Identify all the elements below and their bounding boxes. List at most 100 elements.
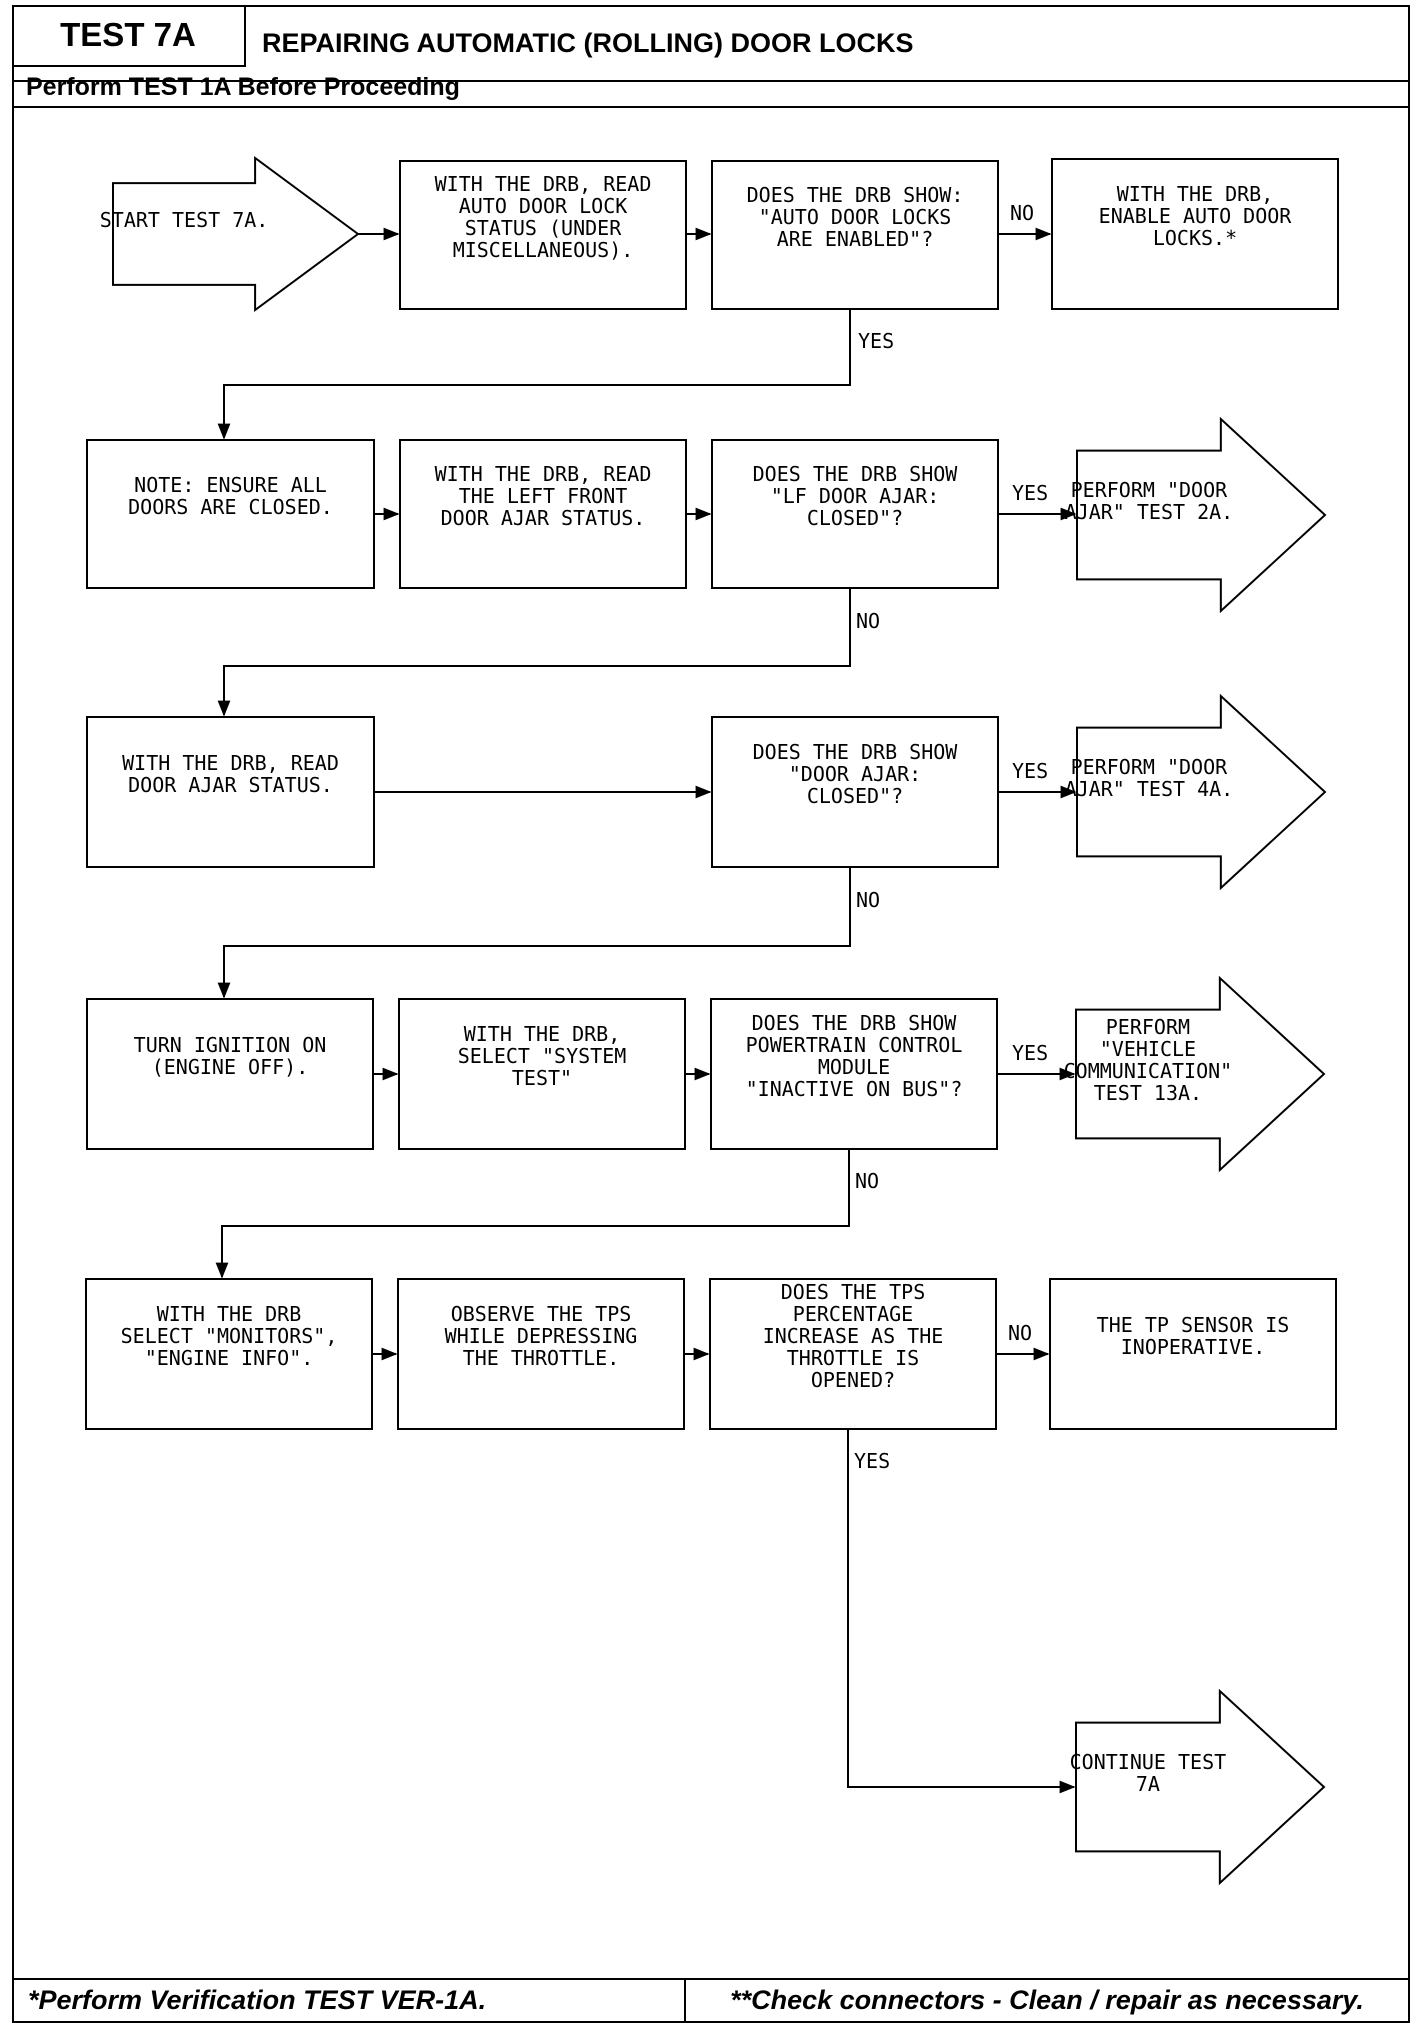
node-text-line: TURN IGNITION ON (134, 1033, 327, 1057)
node-text-line: OBSERVE THE TPS (451, 1302, 632, 1326)
flow-node-start: START TEST 7A. (100, 156, 360, 312)
node-text-line: "INACTIVE ON BUS"? (746, 1077, 963, 1101)
node-text-line: COMMUNICATION" (1064, 1059, 1233, 1083)
node-text-line: THE TP SENSOR IS (1097, 1313, 1290, 1337)
connector-arrow (215, 1149, 850, 1279)
process-box (398, 998, 686, 1150)
node-text-line: WITH THE DRB, READ (122, 751, 339, 775)
node-text-line: LOCKS.* (1153, 226, 1237, 250)
process-box (86, 716, 375, 868)
connector-arrow (847, 1429, 1076, 1794)
node-text-line: CLOSED"? (807, 506, 903, 530)
node-text-line: "AUTO DOOR LOCKS (759, 205, 952, 229)
node-text-line: AJAR" TEST 4A. (1065, 777, 1234, 801)
process-box (709, 1278, 997, 1430)
node-text-line: INOPERATIVE. (1121, 1335, 1266, 1359)
process-box (711, 716, 999, 868)
node-text-line: ENABLE AUTO DOOR (1099, 204, 1293, 228)
node-text-line: SELECT "SYSTEM (458, 1044, 627, 1068)
node-text-line: ARE ENABLED"? (777, 227, 934, 251)
node-text-line: DOOR AJAR STATUS. (441, 506, 646, 530)
footer-note-verification: *Perform Verification TEST VER-1A. (28, 1985, 487, 2015)
node-text-line: WITH THE DRB, READ (435, 172, 652, 196)
header-divider (12, 80, 1410, 82)
node-text-line: WITH THE DRB, (1117, 182, 1274, 206)
connector-arrow (217, 588, 851, 717)
edge-label-d2-yes: YES (1012, 481, 1048, 505)
node-text-line: WITH THE DRB, READ (435, 462, 652, 486)
node-text-line: "ENGINE INFO". (145, 1346, 314, 1370)
node-text-line: DOES THE DRB SHOW (752, 1011, 958, 1035)
node-text-line: PERFORM "DOOR (1071, 755, 1228, 779)
node-text-line: DOORS ARE CLOSED. (128, 495, 333, 519)
node-text-line: CONTINUE TEST (1070, 1750, 1227, 1774)
flow-node-d3: DOES THE DRB SHOW"DOOR AJAR:CLOSED"? (711, 716, 999, 868)
edge-label-d1-yes: YES (858, 329, 894, 353)
result-arrow-shape (112, 156, 360, 312)
process-box (86, 998, 374, 1150)
process-box (1049, 1278, 1337, 1430)
node-text-line: 7A (1136, 1772, 1160, 1796)
connector-arrow (217, 867, 851, 999)
test-id: TEST 7A (12, 5, 246, 67)
process-box (1051, 158, 1339, 310)
flow-node-n6: TURN IGNITION ON(ENGINE OFF). (86, 998, 374, 1150)
node-text-line: WITH THE DRB, (464, 1022, 621, 1046)
process-box (711, 439, 999, 589)
node-text-line: MODULE (818, 1055, 890, 1079)
edge-label-d3-no: NO (856, 888, 880, 912)
process-box (86, 439, 375, 589)
result-arrow-shape (1076, 693, 1327, 891)
process-box (710, 998, 998, 1150)
edge-label-d5-no: NO (1008, 1321, 1032, 1345)
node-text-line: THE LEFT FRONT (459, 484, 628, 508)
edge-label-d4-yes: YES (1012, 1041, 1048, 1065)
edge-label-d5-yes: YES (854, 1449, 890, 1473)
flow-node-d2: DOES THE DRB SHOW"LF DOOR AJAR:CLOSED"? (711, 439, 999, 589)
prerequisite-note: Perform TEST 1A Before Proceeding (26, 72, 460, 101)
node-text-line: OPENED? (811, 1368, 895, 1392)
test-title: REPAIRING AUTOMATIC (ROLLING) DOOR LOCKS (262, 27, 914, 58)
edge-label-d2-no: NO (856, 609, 880, 633)
node-text-line: "DOOR AJAR: (789, 762, 921, 786)
result-arrow-shape (1076, 416, 1327, 614)
result-arrow-shape (1075, 1688, 1326, 1886)
node-text-line: PERFORM "DOOR (1071, 478, 1228, 502)
node-text-line: WITH THE DRB (157, 1302, 302, 1326)
node-text-line: WHILE DEPRESSING (445, 1324, 638, 1348)
page-frame (12, 5, 1410, 2023)
node-text-line: POWERTRAIN CONTROL (746, 1033, 963, 1057)
node-text-line: DOES THE DRB SHOW (753, 740, 959, 764)
result-arrow-shape (1075, 975, 1326, 1173)
node-text-line: CLOSED"? (807, 784, 903, 808)
process-box (399, 160, 687, 310)
process-box (711, 160, 999, 310)
node-text-line: DOES THE TPS (781, 1280, 926, 1304)
footer-divider (12, 1978, 1410, 1980)
subheader-divider (12, 106, 1410, 108)
process-box (85, 1278, 373, 1430)
node-text-line: DOOR AJAR STATUS. (128, 773, 333, 797)
node-text-line: STATUS (UNDER (465, 216, 622, 240)
node-text-line: DOES THE DRB SHOW (753, 462, 959, 486)
node-text-line: TEST 13A. (1094, 1081, 1202, 1105)
node-text-line: AUTO DOOR LOCK (459, 194, 628, 218)
footer-separator (684, 1978, 686, 2023)
node-text-line: THROTTLE IS (787, 1346, 919, 1370)
node-text-line: START TEST 7A. (100, 208, 269, 232)
node-text-line: SELECT "MONITORS", (121, 1324, 338, 1348)
connector-arrow (217, 309, 851, 440)
node-text-line: INCREASE AS THE (763, 1324, 944, 1348)
